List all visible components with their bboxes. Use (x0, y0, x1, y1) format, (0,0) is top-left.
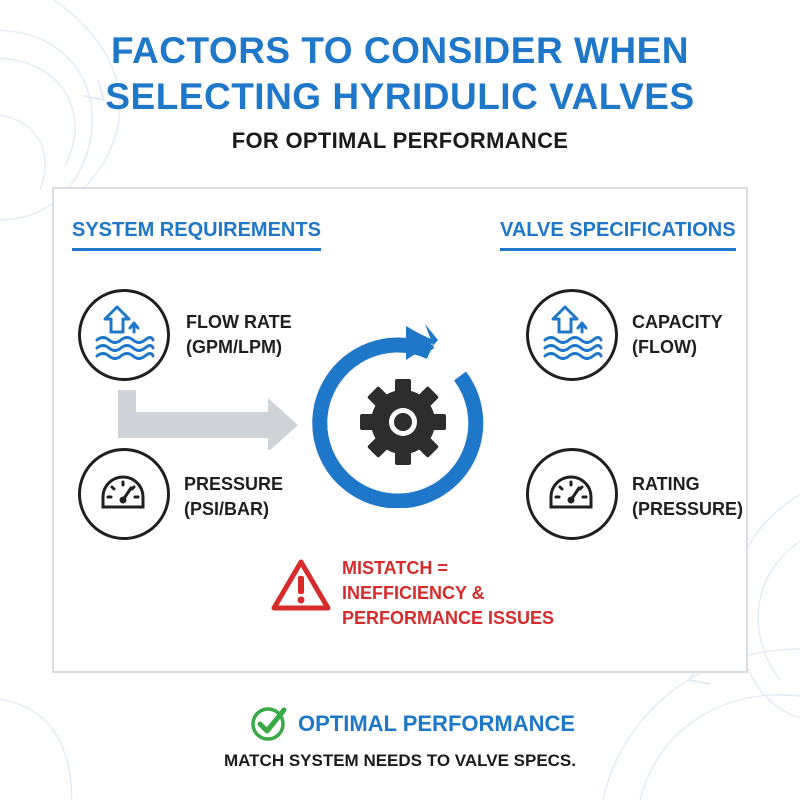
rating-label-line-1: RATING (632, 474, 700, 494)
flow-rate-label-line-1: FLOW RATE (186, 312, 292, 332)
warning-line-2: INEFFICIENCY & (342, 583, 485, 603)
title-line-1: FACTORS TO CONSIDER WHEN (110, 30, 689, 71)
warning-icon (271, 559, 331, 611)
flow-rate-label: FLOW RATE (GPM/LPM) (186, 310, 292, 360)
flow-rate-icon (78, 289, 170, 381)
warning-line-1: MISTATCH = (342, 558, 448, 578)
mismatch-warning-text: MISTATCH = INEFFICIENCY & PERFORMANCE IS… (342, 556, 554, 631)
rating-icon (526, 448, 618, 540)
gauge-icon (101, 475, 145, 509)
section-heading-system-requirements: SYSTEM REQUIREMENTS (72, 219, 321, 251)
gear-cycle-icon (312, 324, 484, 508)
warning-line-3: PERFORMANCE ISSUES (342, 608, 555, 628)
page-title: FACTORS TO CONSIDER WHEN SELECTING HYRID… (0, 28, 800, 120)
gauge-icon (549, 475, 593, 509)
pressure-icon (78, 448, 170, 540)
flow-icon (543, 305, 603, 360)
pressure-label-line-1: PRESSURE (184, 474, 284, 494)
pressure-label-line-2: (PSI/BAR) (184, 499, 269, 519)
capacity-icon (526, 289, 618, 381)
connector-arrow (118, 390, 298, 450)
pressure-label: PRESSURE (PSI/BAR) (184, 472, 283, 522)
capacity-label: CAPACITY (FLOW) (632, 310, 723, 360)
page-subtitle: FOR OPTIMAL PERFORMANCE (231, 128, 569, 153)
footer-title: OPTIMAL PERFORMANCE (298, 711, 576, 736)
capacity-label-line-2: (FLOW) (632, 337, 697, 357)
gear-icon (360, 379, 446, 465)
rating-label: RATING (PRESSURE) (632, 472, 743, 522)
check-circle-icon (251, 707, 287, 741)
title-line-2: SELECTING HYRIDULIC VALVES (105, 76, 695, 117)
flow-rate-label-line-2: (GPM/LPM) (186, 337, 282, 357)
flow-icon (95, 305, 155, 360)
footer-text: MATCH SYSTEM NEEDS TO VALVE SPECS. (223, 751, 576, 770)
rating-label-line-2: (PRESSURE) (632, 499, 744, 519)
section-heading-valve-specifications: VALVE SPECIFICATIONS (500, 219, 736, 251)
capacity-label-line-1: CAPACITY (632, 312, 723, 332)
